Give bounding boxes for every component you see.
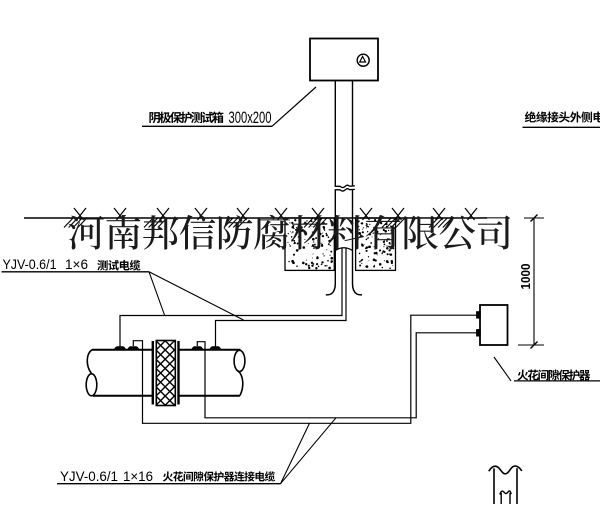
svg-text:1×16: 1×16 (123, 468, 153, 484)
svg-text:YJV-0.6/1: YJV-0.6/1 (60, 468, 118, 484)
svg-text:300x200: 300x200 (229, 108, 272, 127)
svg-text:1000: 1000 (519, 263, 533, 289)
svg-text:1×6: 1×6 (65, 256, 88, 272)
svg-text:YJV-0.6/1: YJV-0.6/1 (3, 256, 57, 272)
